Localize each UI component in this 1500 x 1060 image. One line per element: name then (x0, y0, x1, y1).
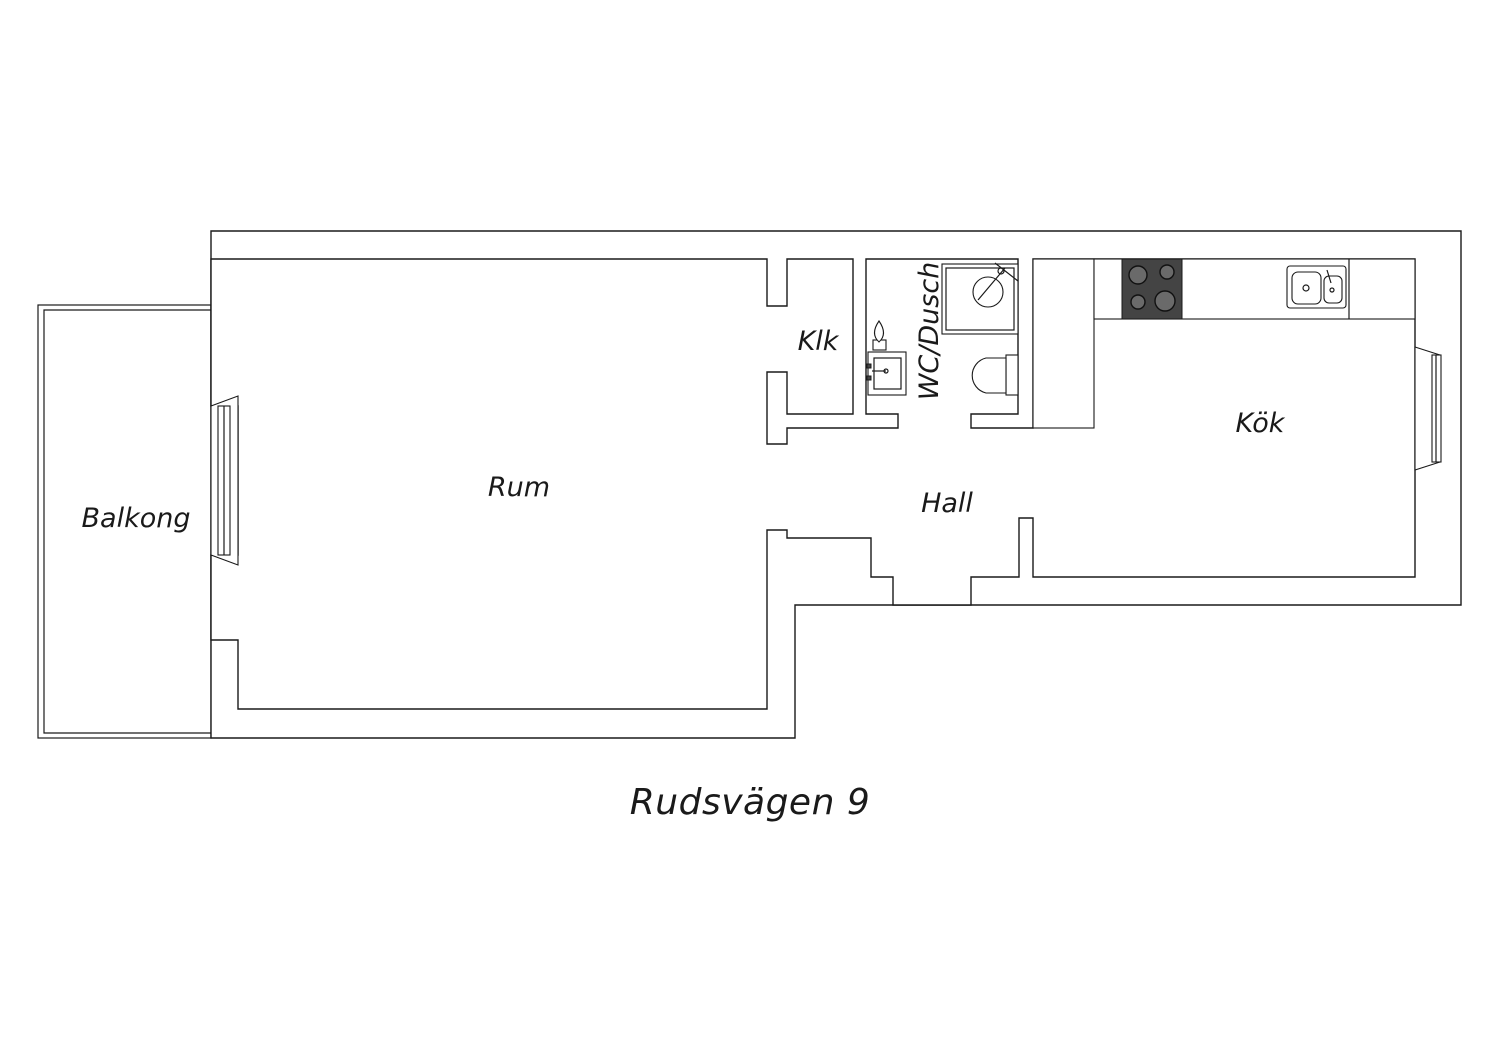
label-rum: Rum (488, 472, 550, 503)
toilet-icon (971, 354, 1019, 396)
balcony-window (210, 395, 239, 566)
kitchen-sink-icon (1286, 265, 1347, 309)
washbasin-icon (866, 320, 907, 396)
label-wc-dusch: WC/Dusch (914, 262, 945, 401)
label-kok: Kök (1236, 408, 1286, 439)
shower-icon (941, 262, 1019, 335)
label-balkong: Balkong (82, 503, 191, 534)
stove-icon (1121, 258, 1183, 320)
label-klk: Klk (798, 326, 840, 357)
label-hall: Hall (921, 488, 973, 519)
address-caption: Rudsvägen 9 (629, 782, 871, 823)
kitchen-window (1414, 346, 1442, 471)
